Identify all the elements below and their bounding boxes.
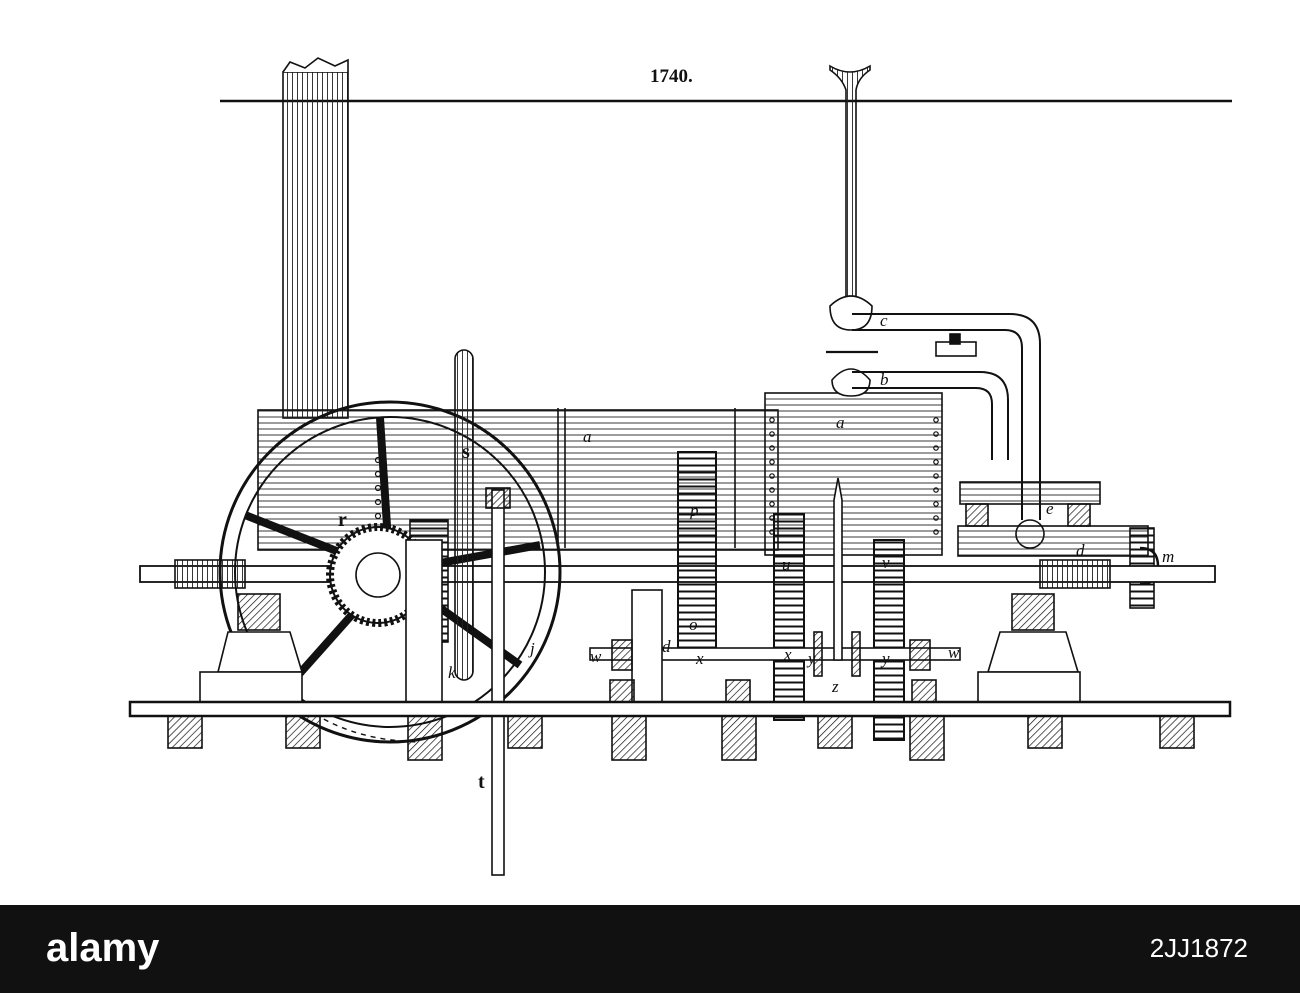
shaft-coupling-left <box>174 559 246 589</box>
label-m: m <box>1162 547 1174 566</box>
label-y1: y <box>806 649 816 668</box>
label-z: z <box>831 677 839 696</box>
label-b: b <box>880 370 889 389</box>
label-o: o <box>689 615 698 634</box>
engine-engraving: a a b c d d e m p o u v w w x x y y z r … <box>128 57 1232 876</box>
chimney <box>282 57 349 419</box>
label-d2: d <box>662 637 671 656</box>
figure-labels: a a b c d d e m p o u v w w x x y y z r … <box>338 311 1174 793</box>
label-x2: x <box>783 645 792 664</box>
engraving-figure: a a b c d d e m p o u v w w x x y y z r … <box>128 57 1232 876</box>
exhaust-pipe <box>826 64 878 397</box>
base-plate <box>128 700 1232 718</box>
rivet-row-right <box>933 417 939 535</box>
label-t: t <box>478 771 485 793</box>
watermark-bar: alamy 2JJ1872 <box>0 905 1300 993</box>
pedestal-centre <box>405 539 937 703</box>
label-v: v <box>882 553 890 572</box>
label-x1: x <box>695 649 704 668</box>
pedestal-right <box>977 593 1081 703</box>
figure-number: 1740. <box>650 66 693 87</box>
label-a1: a <box>583 427 592 446</box>
spur-gear-p <box>677 451 717 651</box>
shaft-coupling-right <box>1039 559 1111 589</box>
label-w2: w <box>948 643 960 662</box>
label-r: r <box>338 509 347 531</box>
spur-gear-u <box>773 513 805 721</box>
pedestal-left <box>199 593 304 703</box>
lower-shaft-gears <box>813 477 861 677</box>
svg-text:alamy: alamy <box>46 926 160 970</box>
image-id: 2JJ1872 <box>1149 933 1248 963</box>
label-y2: y <box>880 649 890 668</box>
lever-s <box>454 349 474 681</box>
rod-t <box>485 487 511 876</box>
alamy-logo: alamy <box>46 926 160 970</box>
sleepers <box>167 715 1195 761</box>
label-p: p <box>689 501 699 520</box>
steam-pipe-b <box>852 333 1009 460</box>
valve-chest <box>959 481 1101 527</box>
label-e: e <box>1046 499 1054 518</box>
label-s: s <box>462 441 470 463</box>
label-k: k <box>448 663 456 682</box>
label-c: c <box>880 311 888 330</box>
label-u: u <box>782 555 791 574</box>
lower-shaft <box>589 647 961 661</box>
label-a2: a <box>836 413 845 432</box>
label-j: j <box>528 639 535 658</box>
label-d1: d <box>1076 541 1085 560</box>
label-w1: w <box>590 647 602 666</box>
